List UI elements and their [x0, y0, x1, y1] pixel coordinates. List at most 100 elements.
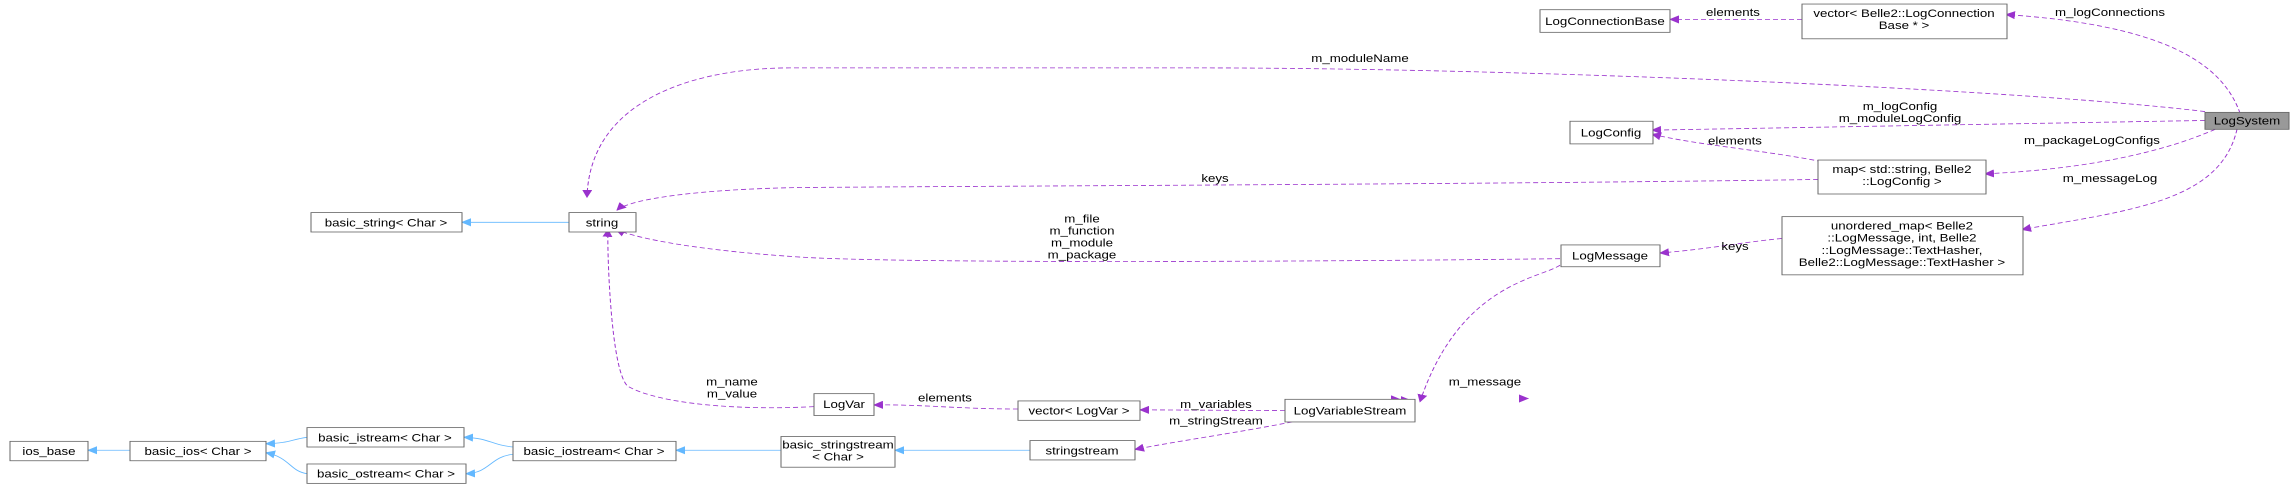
svg-text:basic_stringstream< Char >: basic_stringstream< Char > — [782, 439, 893, 464]
label-elements-logconnection: elements — [1706, 6, 1760, 18]
svg-text:basic_iostream< Char >: basic_iostream< Char > — [523, 445, 664, 457]
edge-logsystem-map-logconfig — [1984, 128, 2216, 178]
edge-basic-ostream-basic-ios — [265, 450, 308, 475]
edge-logvariablestream-vector-logvar — [1139, 405, 1286, 414]
label-keys-unordered: keys — [1721, 240, 1748, 252]
label-keys-unordered-line: keys — [1721, 240, 1748, 252]
node-basic-ios-line: basic_ios< Char > — [144, 445, 251, 457]
node-unordered-map-line: ::LogMessage, int, Belle2 — [1827, 232, 1976, 244]
edge-basic-iostream-basic-ostream — [465, 453, 514, 478]
node-basic-stringstream-line: basic_stringstream — [782, 439, 893, 451]
node-basic-istream-line: basic_istream< Char > — [318, 432, 452, 444]
label-keys-map: keys — [1201, 172, 1228, 184]
node-map-logconfig-line: map< std::string, Belle2 — [1832, 163, 1971, 175]
node-basic-stringstream[interactable]: basic_stringstream< Char > — [780, 436, 896, 468]
edge-unordered-map-logmessage — [1659, 238, 1783, 257]
label-m-logconfig-line: m_logConfig — [1863, 100, 1938, 112]
node-string[interactable]: string — [568, 212, 637, 233]
label-logmessage-string-line: m_file — [1064, 213, 1100, 225]
label-logmessage-string-line: m_package — [1048, 249, 1117, 261]
node-logvar-line: LogVar — [823, 398, 865, 410]
svg-text:stringstream: stringstream — [1045, 445, 1118, 457]
label-m-logconfig-line: m_moduleLogConfig — [1839, 112, 1962, 124]
node-logmessage-line: LogMessage — [1572, 250, 1648, 262]
svg-text:ios_base: ios_base — [22, 445, 75, 457]
inheritance-edges — [87, 218, 1030, 478]
node-basic-string-line: basic_string< Char > — [325, 217, 448, 229]
svg-text:vector< Belle2::LogConnectionB: vector< Belle2::LogConnectionBase * > — [1813, 7, 1994, 32]
svg-text:LogConnectionBase: LogConnectionBase — [1545, 15, 1665, 27]
label-elements-logconfig: elements — [1708, 135, 1762, 147]
node-basic-string[interactable]: basic_string< Char > — [310, 212, 463, 233]
edge-logvariablestream-stringstream — [1134, 419, 1301, 452]
edge-logsystem-unordered-map — [2021, 129, 2238, 232]
edge-logsystem-string-modulename — [582, 67, 2206, 199]
label-logvar-string-line: m_value — [707, 388, 758, 400]
node-logvariablestream-line: LogVariableStream — [1294, 405, 1407, 417]
label-m-message-line: m_message — [1449, 376, 1522, 388]
node-logmessage[interactable]: LogMessage — [1560, 244, 1661, 268]
node-map-logconfig-line: ::LogConfig > — [1862, 175, 1941, 187]
label-elements-logconfig-line: elements — [1708, 135, 1762, 147]
edge-logsystem-vector-logconnection — [2005, 11, 2241, 114]
node-basic-ostream[interactable]: basic_ostream< Char > — [306, 463, 467, 484]
node-logconfig[interactable]: LogConfig — [1569, 120, 1654, 145]
label-m-message: m_message — [1449, 376, 1522, 388]
label-m-packagelogconfigs-line: m_packageLogConfigs — [2024, 134, 2160, 146]
label-m-messagelog-line: m_messageLog — [2063, 172, 2158, 184]
node-stringstream[interactable]: stringstream — [1029, 440, 1136, 461]
label-keys-map-line: keys — [1201, 172, 1228, 184]
node-basic-iostream-line: basic_iostream< Char > — [523, 445, 664, 457]
svg-text:LogMessage: LogMessage — [1572, 250, 1648, 262]
svg-text:vector< LogVar >: vector< LogVar > — [1029, 405, 1130, 417]
node-string-line: string — [586, 217, 618, 229]
node-vector-logconnection-line: vector< Belle2::LogConnection — [1813, 7, 1994, 19]
label-m-messagelog: m_messageLog — [2063, 172, 2158, 184]
svg-text:map< std::string, Belle2::LogC: map< std::string, Belle2::LogConfig > — [1832, 163, 1971, 188]
label-logmessage-string-line: m_module — [1051, 237, 1113, 249]
label-m-logconnections-line: m_logConnections — [2055, 6, 2165, 18]
label-m-modulename-line: m_moduleName — [1311, 52, 1409, 64]
node-vector-logvar[interactable]: vector< LogVar > — [1017, 400, 1141, 421]
edge-labels: m_logConnections elements m_moduleName m… — [706, 6, 2165, 427]
svg-text:LogConfig: LogConfig — [1581, 127, 1642, 139]
node-logvariablestream[interactable]: LogVariableStream — [1284, 398, 1416, 423]
node-basic-istream[interactable]: basic_istream< Char > — [306, 427, 465, 448]
node-logvar[interactable]: LogVar — [813, 393, 875, 416]
node-map-logconfig[interactable]: map< std::string, Belle2::LogConfig > — [1817, 159, 1987, 195]
label-m-variables: m_variables — [1180, 398, 1252, 410]
svg-text:basic_istream< Char >: basic_istream< Char > — [318, 432, 452, 444]
edge-basic-iostream-basic-istream — [463, 433, 514, 448]
node-basic-stringstream-line: < Char > — [812, 451, 864, 463]
edge-map-logconfig-logconfig — [1651, 132, 1823, 163]
node-basic-ios[interactable]: basic_ios< Char > — [129, 440, 267, 462]
edge-logvar-string — [602, 228, 815, 409]
label-m-modulename: m_moduleName — [1311, 52, 1409, 64]
label-elements-logvar: elements — [918, 392, 972, 404]
label-m-stringstream-line: m_stringStream — [1169, 415, 1263, 427]
svg-text:LogVariableStream: LogVariableStream — [1294, 405, 1407, 417]
node-unordered-map-line: ::LogMessage::TextHasher, — [1822, 244, 1983, 256]
node-unordered-map[interactable]: unordered_map< Belle2::LogMessage, int, … — [1781, 216, 2024, 276]
label-m-logconnections: m_logConnections — [2055, 6, 2165, 18]
edge-vector-logvar-logvar — [873, 400, 1019, 410]
node-logconnectionbase-line: LogConnectionBase — [1545, 15, 1665, 27]
node-ios-base[interactable]: ios_base — [9, 440, 89, 462]
node-logconnectionbase[interactable]: LogConnectionBase — [1539, 9, 1671, 33]
node-logsystem[interactable]: LogSystem — [2204, 111, 2290, 130]
label-logmessage-string-line: m_function — [1050, 225, 1115, 237]
node-vector-logconnection-line: Base * > — [1879, 19, 1930, 31]
node-basic-iostream[interactable]: basic_iostream< Char > — [512, 440, 677, 462]
node-vector-logvar-line: vector< LogVar > — [1029, 405, 1130, 417]
edge-map-logconfig-string — [616, 179, 1819, 211]
label-m-variables-line: m_variables — [1180, 398, 1252, 410]
node-logsystem-line: LogSystem — [2214, 115, 2280, 127]
edge-logmessage-logvariablestream — [1417, 264, 1561, 403]
svg-text:LogSystem: LogSystem — [2214, 115, 2280, 127]
label-m-packagelogconfigs: m_packageLogConfigs — [2024, 134, 2160, 146]
svg-text:basic_ostream< Char >: basic_ostream< Char > — [317, 468, 455, 480]
label-logvar-string-line: m_name — [706, 376, 758, 388]
